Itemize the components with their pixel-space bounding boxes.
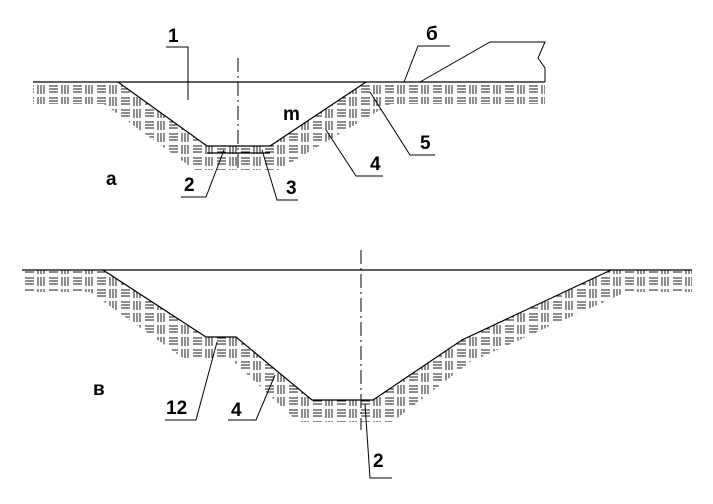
diagram-label-a: а <box>106 169 117 190</box>
leader-12 <box>165 341 218 421</box>
diagram-b: 12 4 2 в <box>22 250 692 479</box>
callout-1: 1 <box>168 26 179 47</box>
leader-4a <box>325 129 383 177</box>
callout-2b: 2 <box>373 451 384 472</box>
callout-4a: 4 <box>370 154 381 175</box>
diagram-a: 1 m 2 3 4 5 б а <box>33 24 546 201</box>
diagram-label-b: в <box>93 379 105 400</box>
callout-12: 12 <box>166 398 187 419</box>
soil-hatch-a <box>33 82 545 170</box>
channel-profile-b <box>102 269 612 401</box>
callout-m: m <box>283 104 300 125</box>
leader-1 <box>166 46 189 100</box>
callout-6: б <box>426 24 438 45</box>
leader-2b <box>364 403 392 479</box>
bank-break-line <box>419 41 546 83</box>
leader-4b <box>228 374 276 421</box>
leader-2a <box>181 149 225 198</box>
callout-4b: 4 <box>231 400 242 421</box>
leader-5 <box>369 91 435 156</box>
callout-3: 3 <box>286 178 297 199</box>
callout-2a: 2 <box>184 175 195 196</box>
callout-5: 5 <box>420 133 431 154</box>
leader-3 <box>261 149 298 201</box>
channel-profile-a <box>117 81 367 147</box>
leader-6 <box>403 45 450 83</box>
soil-hatch-b <box>22 270 692 422</box>
